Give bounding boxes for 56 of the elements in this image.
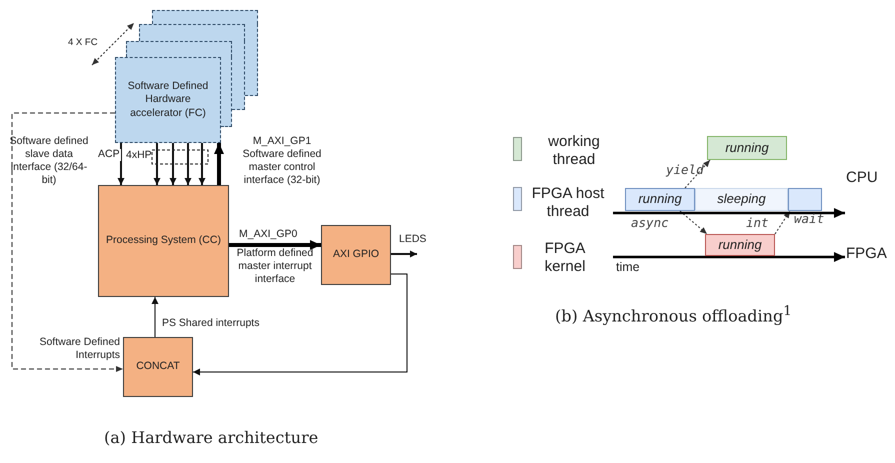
text-label: CPU bbox=[846, 169, 878, 188]
process-box bbox=[321, 225, 391, 285]
caption: (b) Asynchronous offloading$^{1}$ bbox=[555, 304, 792, 326]
edge-label: yield bbox=[665, 163, 705, 177]
arrow bbox=[170, 143, 176, 185]
process-box bbox=[695, 188, 788, 211]
arrow bbox=[214, 143, 224, 185]
box-label: Processing System (CC) bbox=[105, 234, 222, 248]
process-box bbox=[98, 185, 229, 297]
process-box bbox=[707, 136, 787, 160]
text-label: 4 X FC bbox=[68, 37, 98, 49]
arrow bbox=[118, 143, 124, 185]
box-label: running bbox=[637, 191, 683, 208]
text-label: Software defined slave data interface (32/64-bit) bbox=[8, 135, 90, 188]
edge-label: M_AXI_GP0 bbox=[238, 229, 298, 241]
arrow bbox=[198, 143, 206, 185]
arrow bbox=[192, 274, 408, 376]
box-label: Software Defined Hardware accelerator (FC) bbox=[126, 80, 210, 120]
side-note: wait bbox=[793, 212, 826, 226]
text-label: PS Shared interrupts bbox=[162, 317, 260, 330]
arrow bbox=[154, 143, 160, 185]
text-label: Software defined master control interface (32-bit) bbox=[242, 148, 322, 188]
caption: (a) Hardware architecture bbox=[104, 428, 318, 448]
box-label: running bbox=[724, 140, 770, 156]
text-label: time bbox=[616, 260, 640, 276]
stacked-box bbox=[139, 24, 245, 41]
edge-label: ACP bbox=[97, 149, 121, 161]
box-label: AXI GPIO bbox=[332, 248, 380, 262]
text-label: Platform defined master interrupt interface bbox=[236, 247, 314, 286]
arrow bbox=[229, 240, 321, 250]
arrow bbox=[680, 210, 708, 234]
stacked-box bbox=[126, 41, 232, 57]
edge-label: async bbox=[630, 216, 670, 230]
box-label: running bbox=[717, 236, 763, 254]
arrow bbox=[684, 160, 710, 188]
legend-label: FPGA kernel bbox=[544, 240, 586, 276]
text-label: 4xHP bbox=[126, 149, 152, 162]
text-label: FPGA bbox=[846, 245, 887, 264]
text-label: M_AXI_GP1 bbox=[252, 135, 312, 148]
box-label: CONCAT bbox=[135, 360, 181, 374]
legend-label: working thread bbox=[547, 133, 601, 169]
arrow bbox=[12, 112, 124, 372]
legend-label: FPGA host thread bbox=[530, 185, 606, 221]
arrow bbox=[391, 250, 417, 258]
stacked-box bbox=[788, 188, 822, 211]
process-box bbox=[123, 337, 193, 397]
box-label: sleeping bbox=[716, 191, 767, 208]
arrow bbox=[184, 143, 192, 185]
text-label: Software Defined Interrupts bbox=[38, 336, 120, 362]
arrow bbox=[152, 296, 158, 338]
arrow bbox=[774, 210, 790, 234]
edge-label: int bbox=[745, 216, 770, 230]
process-box bbox=[625, 188, 695, 211]
process-box bbox=[115, 57, 221, 143]
process-box bbox=[705, 234, 775, 256]
stacked-box bbox=[152, 10, 258, 24]
